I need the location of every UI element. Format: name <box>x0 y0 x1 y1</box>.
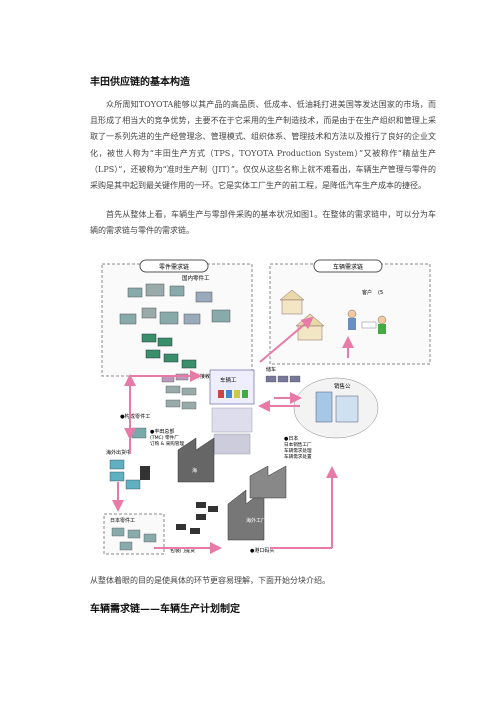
tmc-sub-label: (TMC) 零件厂 <box>150 434 179 441</box>
section-title-2: 车辆需求链——车辆生产计划制定 <box>90 604 240 615</box>
dealer-note-1: ●日本 <box>284 435 298 442</box>
bottom-tag-label: 包装门提货 <box>170 547 195 554</box>
import-supplier: 日本零件工 <box>103 513 165 555</box>
figure-caption: 从整体着眼的目的是使具体的环节更容易理解，下面开始分块介绍。 <box>90 576 330 585</box>
port-label: ●港口码头 <box>250 547 274 554</box>
component-supplier-label: ●构成零件工 <box>120 412 150 420</box>
dealer-note-2: 日本销售工厂 <box>284 441 312 448</box>
vehicle-yard: 储车 <box>265 366 301 383</box>
domestic-supplier-label: 国内零件工 <box>182 274 210 282</box>
dealer-note-4: 车辆需求处置 <box>284 453 312 460</box>
overseas-plant-label: 海外工厂 <box>246 517 266 524</box>
vehicle-plant: 车辆工 <box>209 369 255 455</box>
flow-arrows <box>112 316 354 554</box>
import-label: 日本零件工 <box>110 517 135 524</box>
dealer-label: 销售公 <box>334 382 351 390</box>
overview-paragraph: 首先从整体上看，车辆生产与零部件采购的基本状况如图1。在整体的需求链中，可以分为… <box>90 210 436 236</box>
export-hub: 海外出货中 海 <box>106 437 215 490</box>
parts-chain-label: 零件需求链 <box>159 263 189 271</box>
supply-chain-figure: 零件需求链 车辆需求链 国内零件工 零件接收 (4 <box>100 258 434 564</box>
component-supplier: ●构成零件工 <box>120 385 197 420</box>
overseas-plant: 海外工厂 包装门提货 <box>170 489 266 554</box>
tmc-sub-label-2: 订购 & 采购管理 <box>150 440 184 447</box>
customer-label: 客户 <box>362 289 372 296</box>
section-title: 丰田供应链的基本构造 <box>90 77 190 88</box>
truck-convoy <box>141 333 197 369</box>
tmc-label: ●丰田总部 <box>150 428 174 435</box>
tmc-headquarters: ●丰田总部 (TMC) 零件厂 订购 & 采购管理 <box>131 427 184 447</box>
port-terminal: ●港口码头 <box>249 465 287 554</box>
intro-paragraph: 众所周知TOYOTA能够以其产品的高品质、低成本、低油耗打进美国等发达国家的市场… <box>90 100 436 191</box>
dealer-note-3: 车辆需求处理 <box>284 447 312 454</box>
vehicle-plant-label: 车辆工 <box>220 376 237 384</box>
vehicle-chain-label: 车辆需求链 <box>333 263 363 271</box>
domestic-supplier-cluster: 国内零件工 <box>119 274 231 325</box>
sea-label-1: 海 <box>192 467 197 474</box>
customer-number: (5 <box>378 290 383 296</box>
export-label: 海外出货中 <box>106 449 131 456</box>
vehicle-yard-label: 储车 <box>266 366 276 373</box>
dealer-building: 销售公 ●日本 日本销售工厂 车辆需求处理 车辆需求处置 <box>284 377 379 460</box>
